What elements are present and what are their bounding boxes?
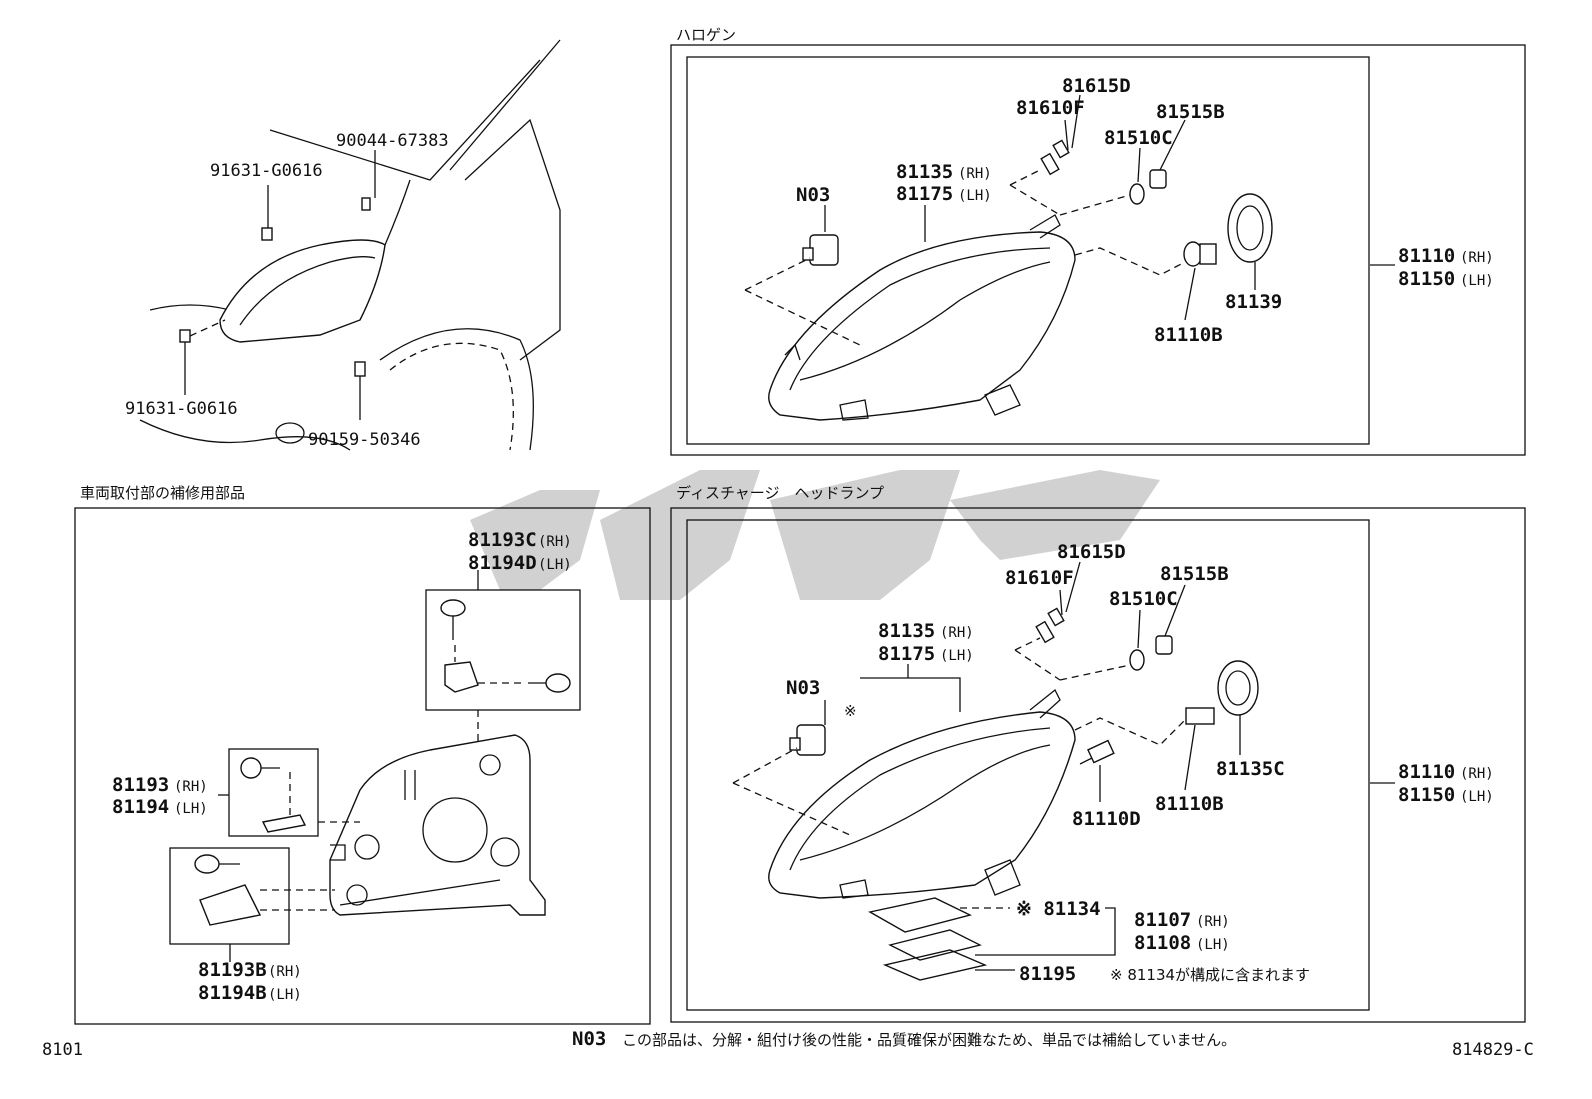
repair-label-81193C: 81193C: [468, 529, 537, 551]
repair-box-81193: [228, 748, 319, 837]
watermark-logo: [470, 470, 1160, 600]
discharge-label-81110: 81110: [1398, 761, 1455, 783]
repair-label-81194B: 81194B: [198, 982, 267, 1004]
label-90159-50346: 90159-50346: [308, 430, 421, 450]
discharge-headlamp: [768, 688, 1076, 899]
discharge-ballast-gasket: [868, 897, 988, 981]
discharge-label-81150: 81150: [1398, 784, 1455, 806]
discharge-label-81107-rh: (RH): [1196, 914, 1230, 930]
footer-left-code: 8101: [42, 1040, 83, 1060]
discharge-label-n03: N03: [786, 677, 820, 699]
discharge-label-81195: 81195: [1019, 963, 1076, 985]
repair-box-81193-parts: [240, 757, 307, 833]
halogen-label-81135: 81135: [896, 161, 953, 183]
bolt-icon: [261, 227, 273, 241]
label-90044-67383: 90044-67383: [336, 131, 449, 151]
repair-label-81193: 81193: [112, 774, 169, 796]
halogen-label-81610F: 81610F: [1016, 97, 1085, 119]
discharge-label-rh: (RH): [940, 625, 974, 641]
footer-note: この部品は、分解・組付け後の性能・品質確保が困難なため、単品では補給していません…: [622, 1031, 1236, 1049]
halogen-label-81510C: 81510C: [1104, 127, 1173, 149]
discharge-bulb-81110D: [1079, 739, 1115, 765]
bolt-icon: [179, 329, 191, 343]
halogen-label-81150-lh: (LH): [1460, 273, 1494, 289]
halogen-bulb-81510C: [1129, 183, 1145, 205]
halogen-inner-frame: [686, 56, 1370, 445]
repair-label-81194D-lh: (LH): [538, 557, 572, 573]
repair-label-81194B-lh: (LH): [268, 987, 302, 1003]
halogen-small-bulb-81610F: [1040, 139, 1070, 176]
halogen-label-81110B: 81110B: [1154, 324, 1223, 346]
repair-title: 車両取付部の補修用部品: [80, 484, 245, 502]
halogen-cap-81139: [1227, 193, 1273, 263]
discharge-outer-frame: [670, 507, 1526, 1023]
discharge-mark: ※: [844, 702, 857, 720]
discharge-bulb-81110B: [1185, 707, 1215, 725]
halogen-label-lh: (LH): [958, 188, 992, 204]
halogen-label-81110-rh: (RH): [1460, 250, 1494, 266]
clip-icon: [361, 197, 371, 211]
discharge-label-81110D: 81110D: [1072, 808, 1141, 830]
footer-right-code: 814829-C: [1452, 1040, 1534, 1060]
discharge-label-81510C: 81510C: [1109, 588, 1178, 610]
halogen-n03-socket: [802, 234, 839, 266]
repair-label-81194: 81194: [112, 796, 169, 818]
repair-label-81193B-rh: (RH): [268, 964, 302, 980]
discharge-label-81134: ※ 81134: [1016, 898, 1101, 920]
discharge-socket-81515B: [1155, 635, 1173, 655]
halogen-label-81175: 81175: [896, 183, 953, 205]
halogen-label-81150: 81150: [1398, 268, 1455, 290]
halogen-label-81139: 81139: [1225, 291, 1282, 313]
halogen-label-81515B: 81515B: [1156, 101, 1225, 123]
repair-box-81193C: [425, 589, 581, 711]
discharge-cap-81135C: [1217, 660, 1259, 716]
halogen-socket-81515B: [1149, 169, 1167, 189]
discharge-label-81108-lh: (LH): [1196, 937, 1230, 953]
label-91631-G0616-bottom: 91631-G0616: [125, 399, 238, 419]
halogen-label-rh: (RH): [958, 166, 992, 182]
halogen-outer-frame: [670, 44, 1526, 456]
discharge-label-81107: 81107: [1134, 909, 1191, 931]
halogen-bulb-81110B: [1183, 241, 1217, 267]
repair-label-81193-rh: (RH): [174, 779, 208, 795]
discharge-label-81175: 81175: [878, 643, 935, 665]
headlamp-housing-back: [329, 734, 546, 916]
discharge-bulb-81510C: [1129, 649, 1145, 671]
discharge-small-bulb-81610F: [1035, 607, 1065, 644]
halogen-label-81615D: 81615D: [1062, 75, 1131, 97]
repair-box-81193B-parts: [194, 854, 262, 926]
discharge-label-81108: 81108: [1134, 932, 1191, 954]
screw-icon: [354, 361, 366, 377]
repair-label-81193C-rh: (RH): [538, 534, 572, 550]
repair-label-81194D: 81194D: [468, 552, 537, 574]
discharge-n03-socket: [789, 724, 826, 756]
discharge-label-81615D: 81615D: [1057, 541, 1126, 563]
halogen-label-n03: N03: [796, 184, 830, 206]
footer-n03: N03: [572, 1028, 606, 1050]
discharge-label-81515B: 81515B: [1160, 563, 1229, 585]
discharge-label-81135: 81135: [878, 620, 935, 642]
vehicle-overview: [139, 39, 561, 451]
repair-frame: [74, 507, 651, 1025]
discharge-label-81110-rh: (RH): [1460, 766, 1494, 782]
halogen-label-81110: 81110: [1398, 245, 1455, 267]
headlamp-overview: [219, 239, 386, 343]
discharge-label-81610F: 81610F: [1005, 567, 1074, 589]
halogen-headlamp: [768, 214, 1076, 421]
label-91631-G0616-top: 91631-G0616: [210, 161, 323, 181]
discharge-label-lh: (LH): [940, 648, 974, 664]
discharge-label-81150-lh: (LH): [1460, 789, 1494, 805]
discharge-title: ディスチャージ ヘッドランプ: [676, 484, 884, 502]
discharge-inner-frame: [686, 519, 1370, 1011]
halogen-title: ハロゲン: [676, 26, 736, 44]
repair-label-81193B: 81193B: [198, 959, 267, 981]
repair-label-81194-lh: (LH): [174, 801, 208, 817]
discharge-label-81110B: 81110B: [1155, 793, 1224, 815]
repair-box-81193C-parts: [440, 599, 571, 693]
discharge-label-81135C: 81135C: [1216, 758, 1285, 780]
discharge-note: ※ 81134が構成に含まれます: [1110, 966, 1310, 984]
